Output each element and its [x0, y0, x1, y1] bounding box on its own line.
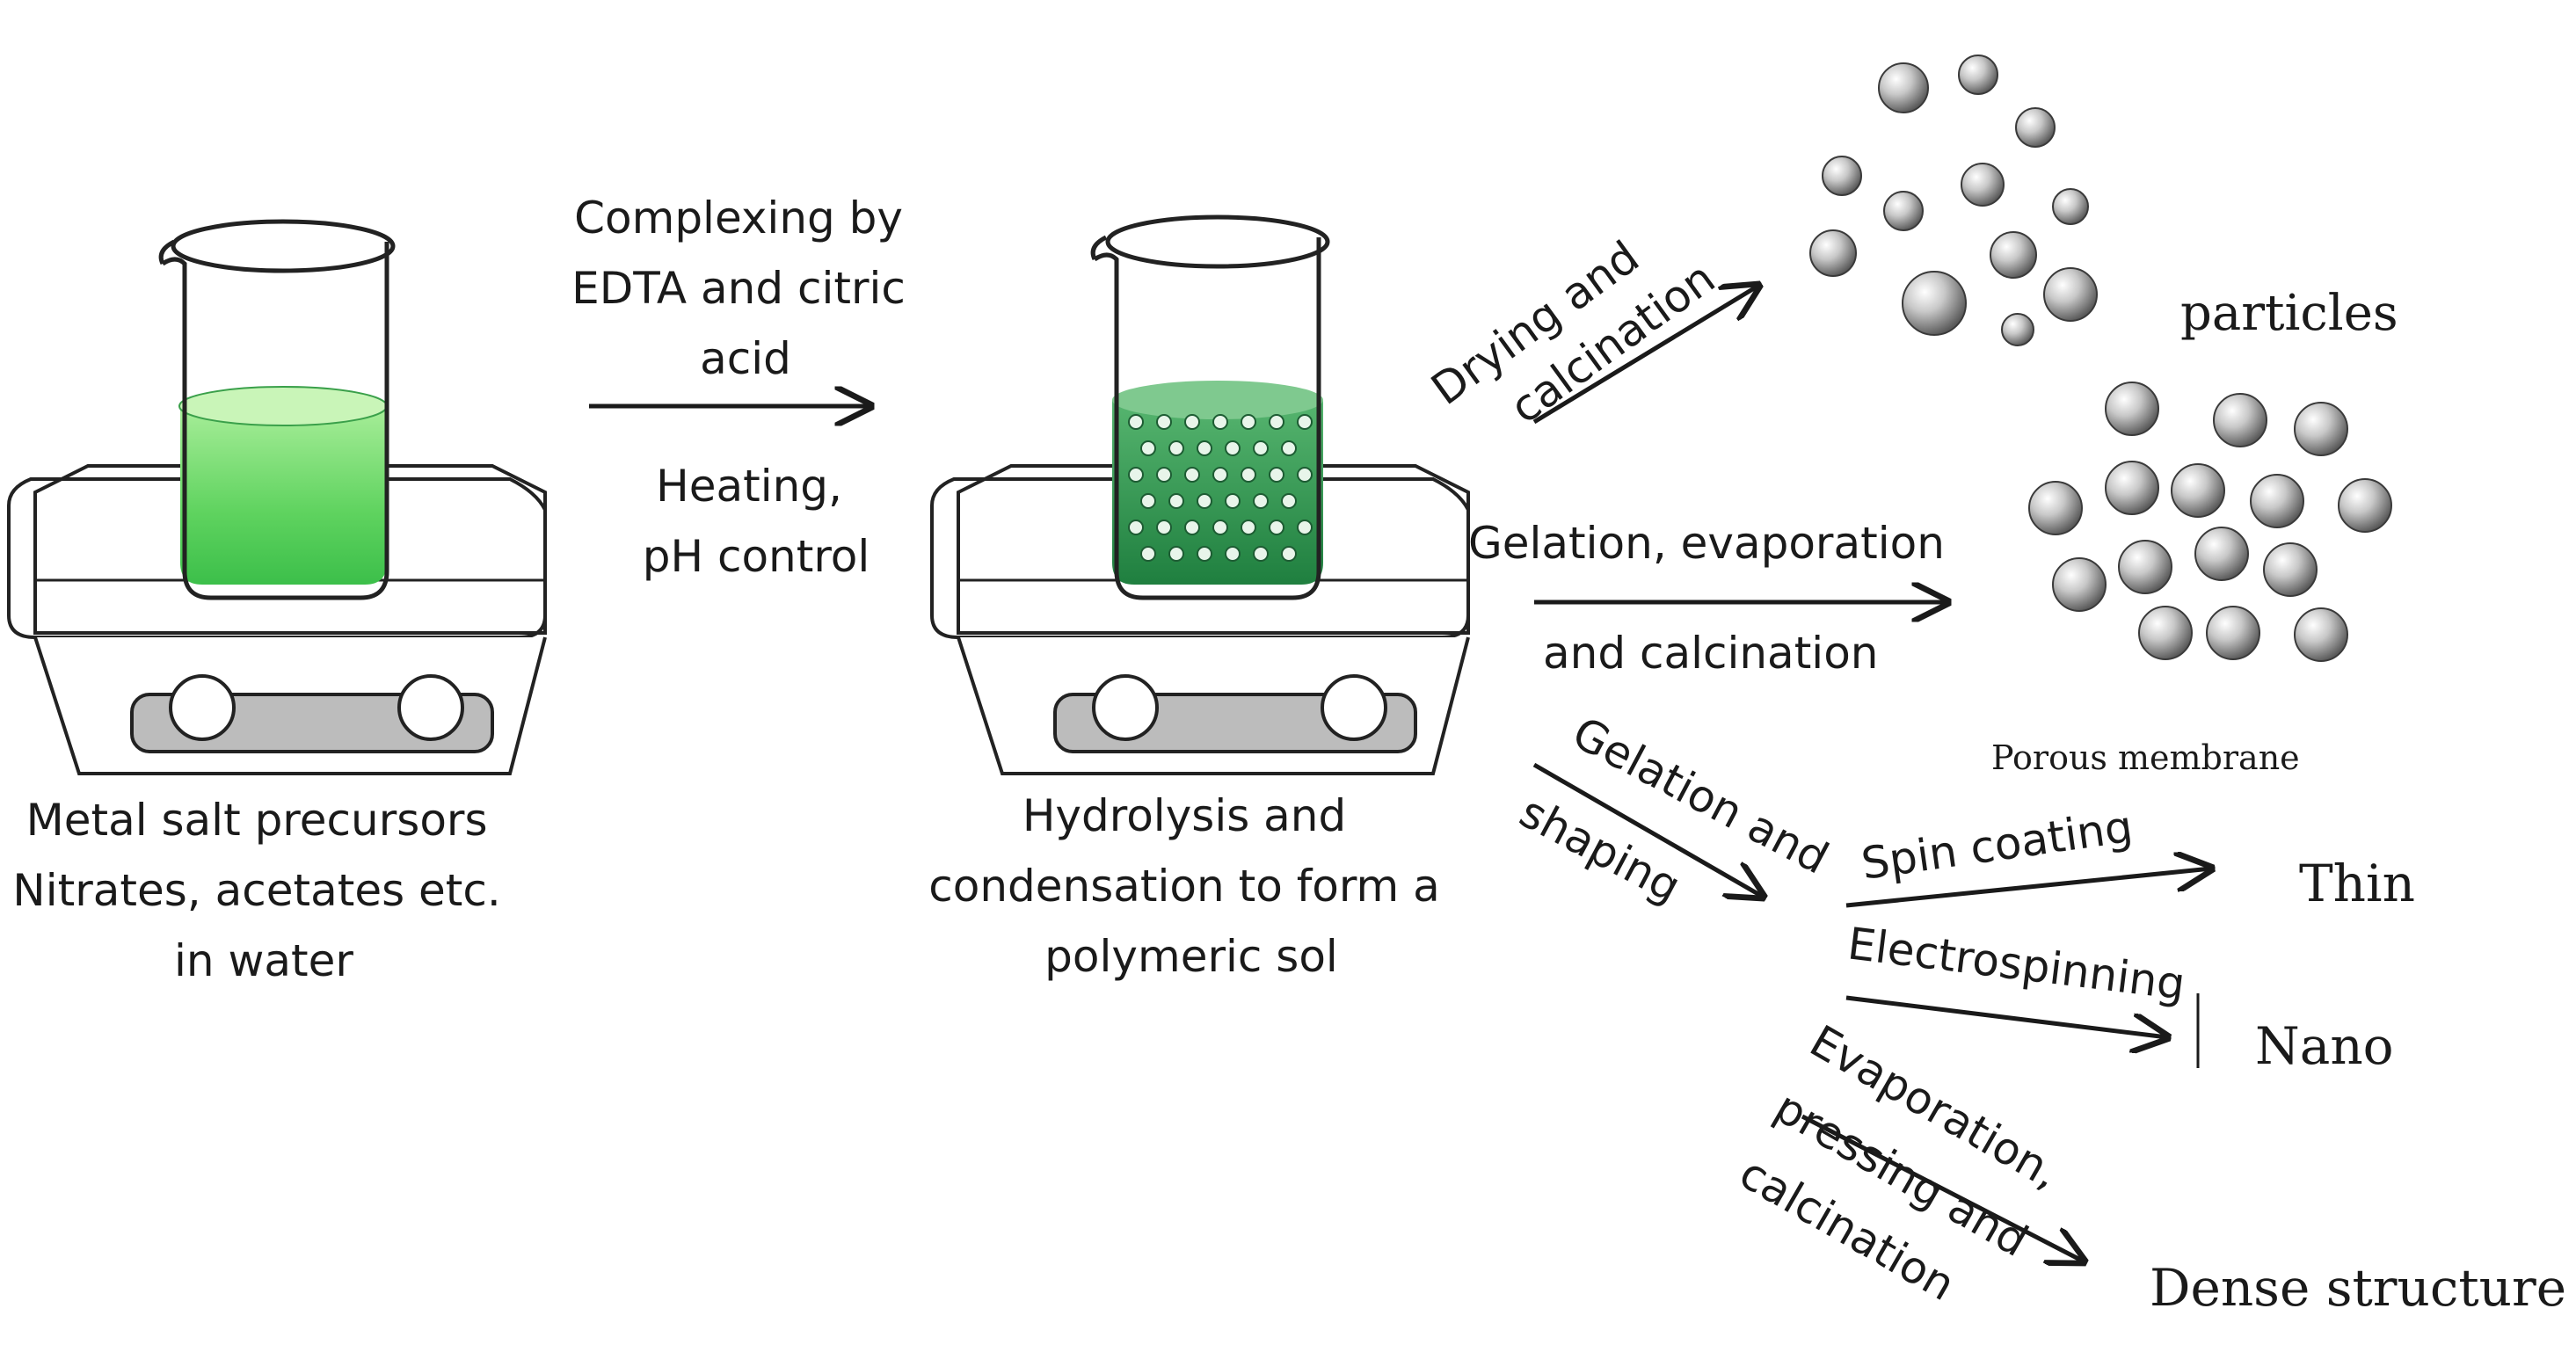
sol-particles — [1128, 414, 1313, 562]
sol-particle-icon — [1168, 440, 1184, 456]
sphere-icon — [2294, 607, 2348, 662]
sol-particle-icon — [1281, 493, 1297, 509]
evap-press-label: Evaporation, pressing and calcination — [1731, 1015, 2069, 1311]
sphere-icon — [2194, 527, 2249, 581]
complexing-label: Complexing by EDTA and citric acid — [571, 193, 920, 384]
precursor-label: Metal salt precursors Nitrates, acetates… — [12, 795, 514, 986]
sol-particle-icon — [1281, 440, 1297, 456]
product-nano: Nano — [2255, 1016, 2394, 1076]
product-porous-membrane: Porous membrane — [1991, 738, 2300, 777]
sol-particle-icon — [1212, 467, 1228, 483]
product-thin: Thin — [2299, 854, 2415, 913]
sol-particle-icon — [1156, 520, 1172, 535]
sphere-icon — [2250, 474, 2304, 528]
arrow-gelation-shaping — [1532, 762, 1763, 897]
sol-particle-icon — [1225, 493, 1241, 509]
sphere-icon — [1883, 191, 1924, 231]
particles-cluster — [1809, 55, 2098, 346]
sphere-icon — [2015, 107, 2056, 148]
sol-particle-icon — [1241, 520, 1256, 535]
sol-particle-icon — [1212, 414, 1228, 430]
sphere-icon — [1878, 62, 1929, 113]
arrow-drying — [1532, 286, 1758, 425]
sphere-icon — [1990, 231, 2037, 279]
sol-particle-icon — [1140, 493, 1156, 509]
sol-particle-icon — [1197, 546, 1212, 562]
sol-label: Hydrolysis and condensation to form a po… — [928, 790, 1453, 982]
sol-particle-icon — [1156, 467, 1172, 483]
product-particles: particles — [2180, 285, 2398, 342]
sol-particle-icon — [1128, 467, 1144, 483]
sol-particle-icon — [1225, 546, 1241, 562]
sol-particle-icon — [1184, 520, 1200, 535]
arrow-electro — [1845, 995, 2167, 1037]
sol-particle-icon — [1253, 440, 1269, 456]
sphere-icon — [2052, 557, 2107, 612]
sol-particle-icon — [1184, 467, 1200, 483]
sphere-icon — [2001, 313, 2034, 346]
sol-particle-icon — [1241, 414, 1256, 430]
sphere-icon — [2105, 382, 2159, 436]
sphere-icon — [2105, 461, 2159, 515]
sphere-icon — [1809, 229, 1857, 277]
sol-particle-icon — [1184, 414, 1200, 430]
sphere-icon — [2206, 606, 2260, 660]
sphere-icon — [2338, 478, 2392, 533]
knob-icon — [1321, 674, 1387, 741]
heating-label: Heating, pH control — [643, 461, 870, 582]
knob-icon — [397, 674, 464, 741]
gelation-shaping-label: Gelation and shaping — [1511, 707, 1837, 912]
product-dense-structure: Dense structure — [2150, 1258, 2566, 1318]
sol-particle-icon — [1269, 520, 1284, 535]
electrospinning-label: Electrospinning — [1845, 918, 2188, 1010]
sol-particle-icon — [1128, 520, 1144, 535]
sphere-icon — [1958, 55, 1998, 95]
sol-particle-icon — [1297, 467, 1313, 483]
knob-icon — [1092, 674, 1159, 741]
arrow-evap-press — [1801, 1114, 2084, 1261]
sol-particle-icon — [1225, 440, 1241, 456]
sol-particle-icon — [1269, 414, 1284, 430]
sol-particle-icon — [1241, 467, 1256, 483]
beaker-2 — [1090, 214, 1330, 600]
spin-coating-label: Spin coating — [1859, 801, 2136, 890]
sphere-icon — [2294, 402, 2348, 456]
sol-particle-icon — [1197, 440, 1212, 456]
sol-particle-icon — [1140, 546, 1156, 562]
knob-icon — [169, 674, 236, 741]
sphere-icon — [2043, 267, 2098, 322]
sol-particle-icon — [1281, 546, 1297, 562]
porous-membrane-cluster — [2028, 382, 2392, 662]
sphere-icon — [2118, 540, 2172, 594]
sol-particle-icon — [1140, 440, 1156, 456]
sol-particle-icon — [1212, 520, 1228, 535]
gelation-evap-label-1: Gelation, evaporation — [1468, 518, 1945, 569]
sphere-icon — [2171, 463, 2225, 518]
arrow-spin — [1845, 869, 2211, 908]
sphere-icon — [2263, 542, 2318, 597]
sphere-icon — [2138, 606, 2193, 660]
sol-particle-icon — [1297, 414, 1313, 430]
sol-particle-icon — [1128, 414, 1144, 430]
sphere-icon — [1822, 156, 1862, 196]
beaker-1 — [158, 219, 396, 600]
sphere-icon — [2028, 481, 2083, 535]
sphere-icon — [1902, 271, 1967, 336]
sol-particle-icon — [1168, 546, 1184, 562]
sol-particle-icon — [1253, 493, 1269, 509]
sol-particle-icon — [1197, 493, 1212, 509]
gelation-evap-label-2: and calcination — [1543, 628, 1878, 679]
sol-particle-icon — [1156, 414, 1172, 430]
sol-particle-icon — [1297, 520, 1313, 535]
sol-particle-icon — [1269, 467, 1284, 483]
sphere-icon — [2213, 393, 2267, 447]
sol-particle-icon — [1253, 546, 1269, 562]
sphere-icon — [2052, 188, 2089, 225]
sphere-icon — [1961, 163, 2005, 207]
hotplate-1 — [7, 464, 547, 775]
sol-particle-icon — [1168, 493, 1184, 509]
